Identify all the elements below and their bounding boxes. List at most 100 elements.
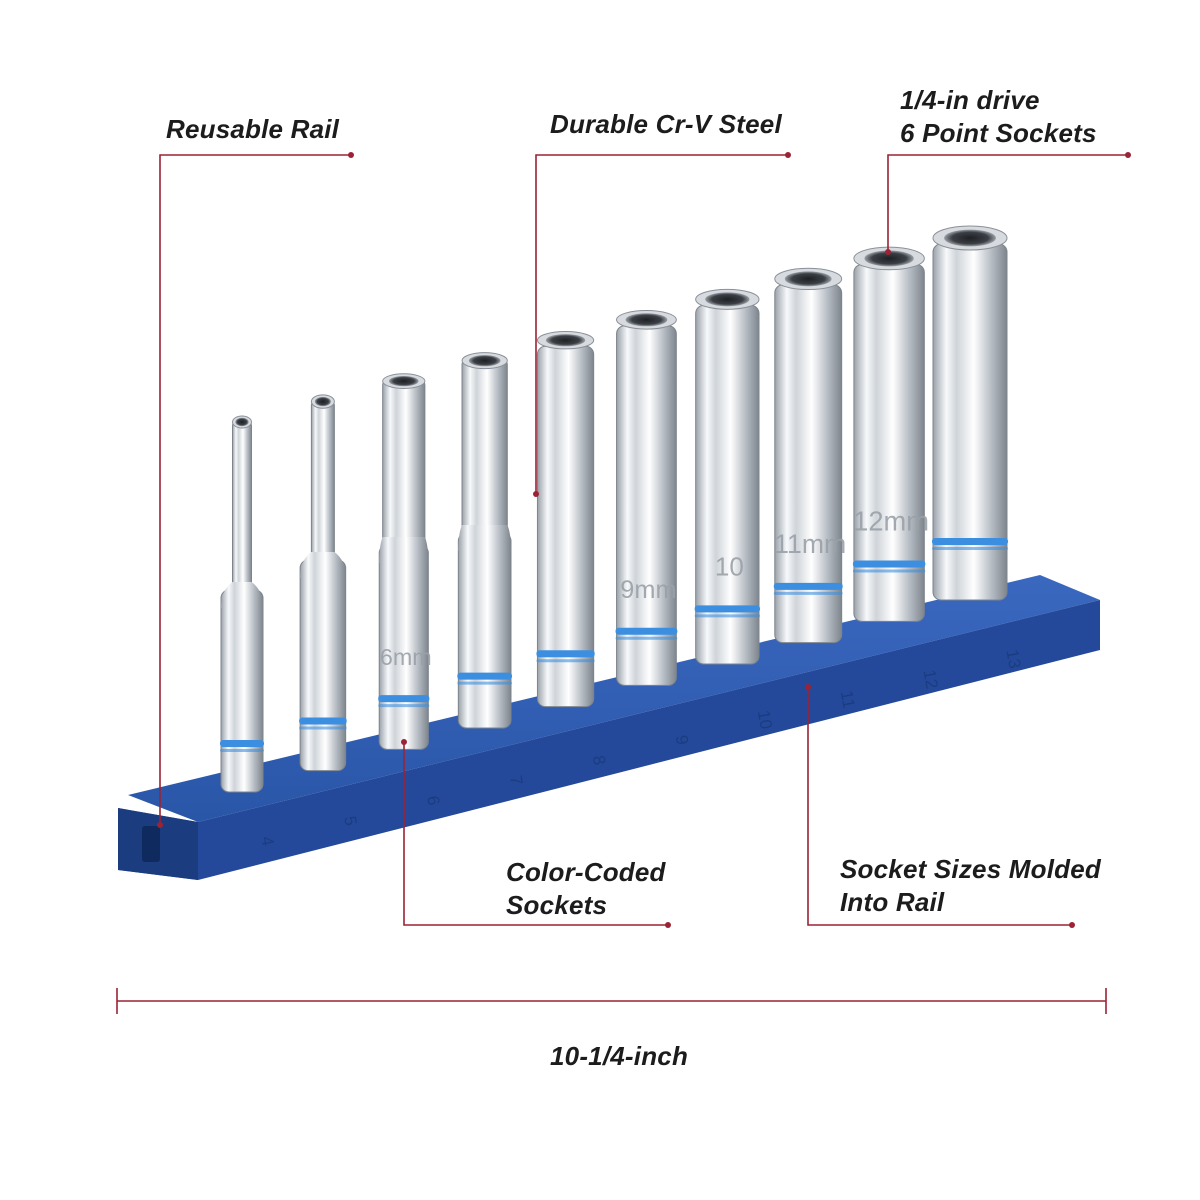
hex-socket-icon [864, 250, 914, 267]
socket-neck [382, 378, 426, 556]
hex-socket-icon [468, 355, 501, 367]
rail-size-number: 13 [1002, 648, 1024, 670]
color-coded-ring [773, 582, 843, 590]
callout-text: Reusable Rail [166, 114, 340, 144]
rail-size-number: 12 [920, 668, 942, 690]
color-coded-ring-thin [852, 569, 926, 573]
leader-dot [157, 822, 163, 828]
rail-size-numbers: 4 5 6 7 8 9 10 11 12 13 [257, 648, 1024, 847]
hex-socket-icon [314, 396, 331, 407]
dimension-line [116, 988, 1107, 1014]
hex-socket-icon [784, 271, 832, 287]
callout-text-line2: Sockets [506, 890, 608, 920]
callout-text-line1: Color-Coded [506, 857, 666, 887]
color-coded-ring-thin [457, 681, 512, 685]
socket-body [853, 263, 925, 622]
socket-shoulder [300, 552, 346, 578]
socket-7 [457, 352, 512, 729]
socket-mark-label: 9mm [620, 576, 676, 604]
color-coded-ring [852, 560, 926, 568]
socket-10: 10 [694, 288, 760, 665]
color-coded-ring [220, 740, 264, 747]
socket-shoulder [458, 525, 511, 551]
socket-12: 12mm [852, 246, 929, 622]
hex-socket-icon [388, 375, 419, 387]
color-coded-ring [615, 627, 678, 635]
rail-top-face [128, 575, 1100, 822]
color-coded-ring [457, 672, 512, 680]
dimension-label: 10-1/4-inch [550, 1040, 688, 1073]
socket-9: 9mm [615, 309, 678, 686]
rail-size-number: 9 [672, 734, 692, 747]
socket-neck [461, 358, 508, 544]
socket-11: 11mm [773, 267, 846, 644]
callout-text-line2: 6 Point Sockets [900, 118, 1097, 148]
socket-mark-label: 12mm [853, 505, 929, 536]
socket-shoulder [379, 537, 429, 563]
socket-neck [310, 399, 335, 571]
callout-text-line2: Into Rail [840, 887, 945, 917]
color-coded-ring [536, 650, 595, 658]
rail-end-slot [142, 826, 160, 862]
callout-text: Durable Cr-V Steel [550, 109, 782, 139]
rail-size-number: 7 [506, 774, 526, 787]
socket-body [457, 532, 512, 729]
socket-body [932, 243, 1008, 601]
callout-color-coded: Color-Coded Sockets [506, 856, 666, 922]
leader-dot [348, 152, 354, 158]
leader-dot [805, 684, 811, 690]
leader-dot [1069, 922, 1075, 928]
hex-socket-icon [705, 292, 750, 307]
callout-text-line1: 1/4-in drive [900, 85, 1040, 115]
color-coded-ring-thin [299, 726, 347, 730]
hex-socket-icon [625, 313, 668, 327]
callout-reusable-rail: Reusable Rail [166, 113, 339, 146]
callout-text-line1: Socket Sizes Molded [840, 854, 1101, 884]
leader-drive [887, 154, 1128, 252]
rail-size-number: 8 [589, 754, 609, 767]
color-coded-ring-thin [932, 547, 1008, 550]
leader-dot [785, 152, 791, 158]
callout-socket-sizes: Socket Sizes Molded Into Rail [840, 853, 1101, 919]
leader-lines [157, 152, 1131, 928]
color-coded-ring [932, 538, 1008, 545]
leader-durable-steel [535, 154, 788, 494]
color-coded-ring-thin [773, 591, 843, 595]
dimension-text: 10-1/4-inch [550, 1041, 689, 1071]
leader-socket-sizes [807, 687, 1072, 926]
hex-socket-icon [545, 334, 586, 347]
leader-dot [665, 922, 671, 928]
leader-dot [533, 491, 539, 497]
rail-size-number: 4 [257, 835, 277, 848]
leader-dot [401, 739, 407, 745]
socket-neck [232, 419, 252, 601]
rail-size-number: 11 [837, 689, 859, 710]
socket-4 [220, 415, 264, 793]
socket-6: 6mm [378, 373, 432, 750]
leader-dot [1125, 152, 1131, 158]
socket-mark-label: 10 [715, 551, 744, 581]
socket-shoulder [221, 582, 263, 608]
socket-8 [536, 331, 595, 708]
hex-socket-icon [944, 229, 996, 247]
socket-mark-label: 6mm [380, 644, 432, 670]
color-coded-ring-thin [220, 749, 264, 752]
rail-front-face [118, 600, 1100, 880]
socket-13 [932, 225, 1008, 601]
color-coded-ring-thin [378, 704, 430, 708]
callout-drive: 1/4-in drive 6 Point Sockets [900, 84, 1097, 150]
rail-size-number: 10 [754, 709, 776, 731]
leader-color-coded [403, 742, 668, 926]
color-coded-ring-thin [615, 636, 678, 640]
socket-5 [299, 394, 347, 772]
color-coded-ring-thin [536, 659, 595, 663]
color-coded-ring-thin [694, 614, 760, 618]
rail-size-number: 5 [340, 815, 360, 828]
socket-rail [118, 575, 1100, 880]
color-coded-ring [378, 695, 430, 703]
rail-size-number: 6 [423, 794, 443, 807]
socket-body [299, 559, 347, 772]
callout-durable-steel: Durable Cr-V Steel [550, 108, 782, 141]
